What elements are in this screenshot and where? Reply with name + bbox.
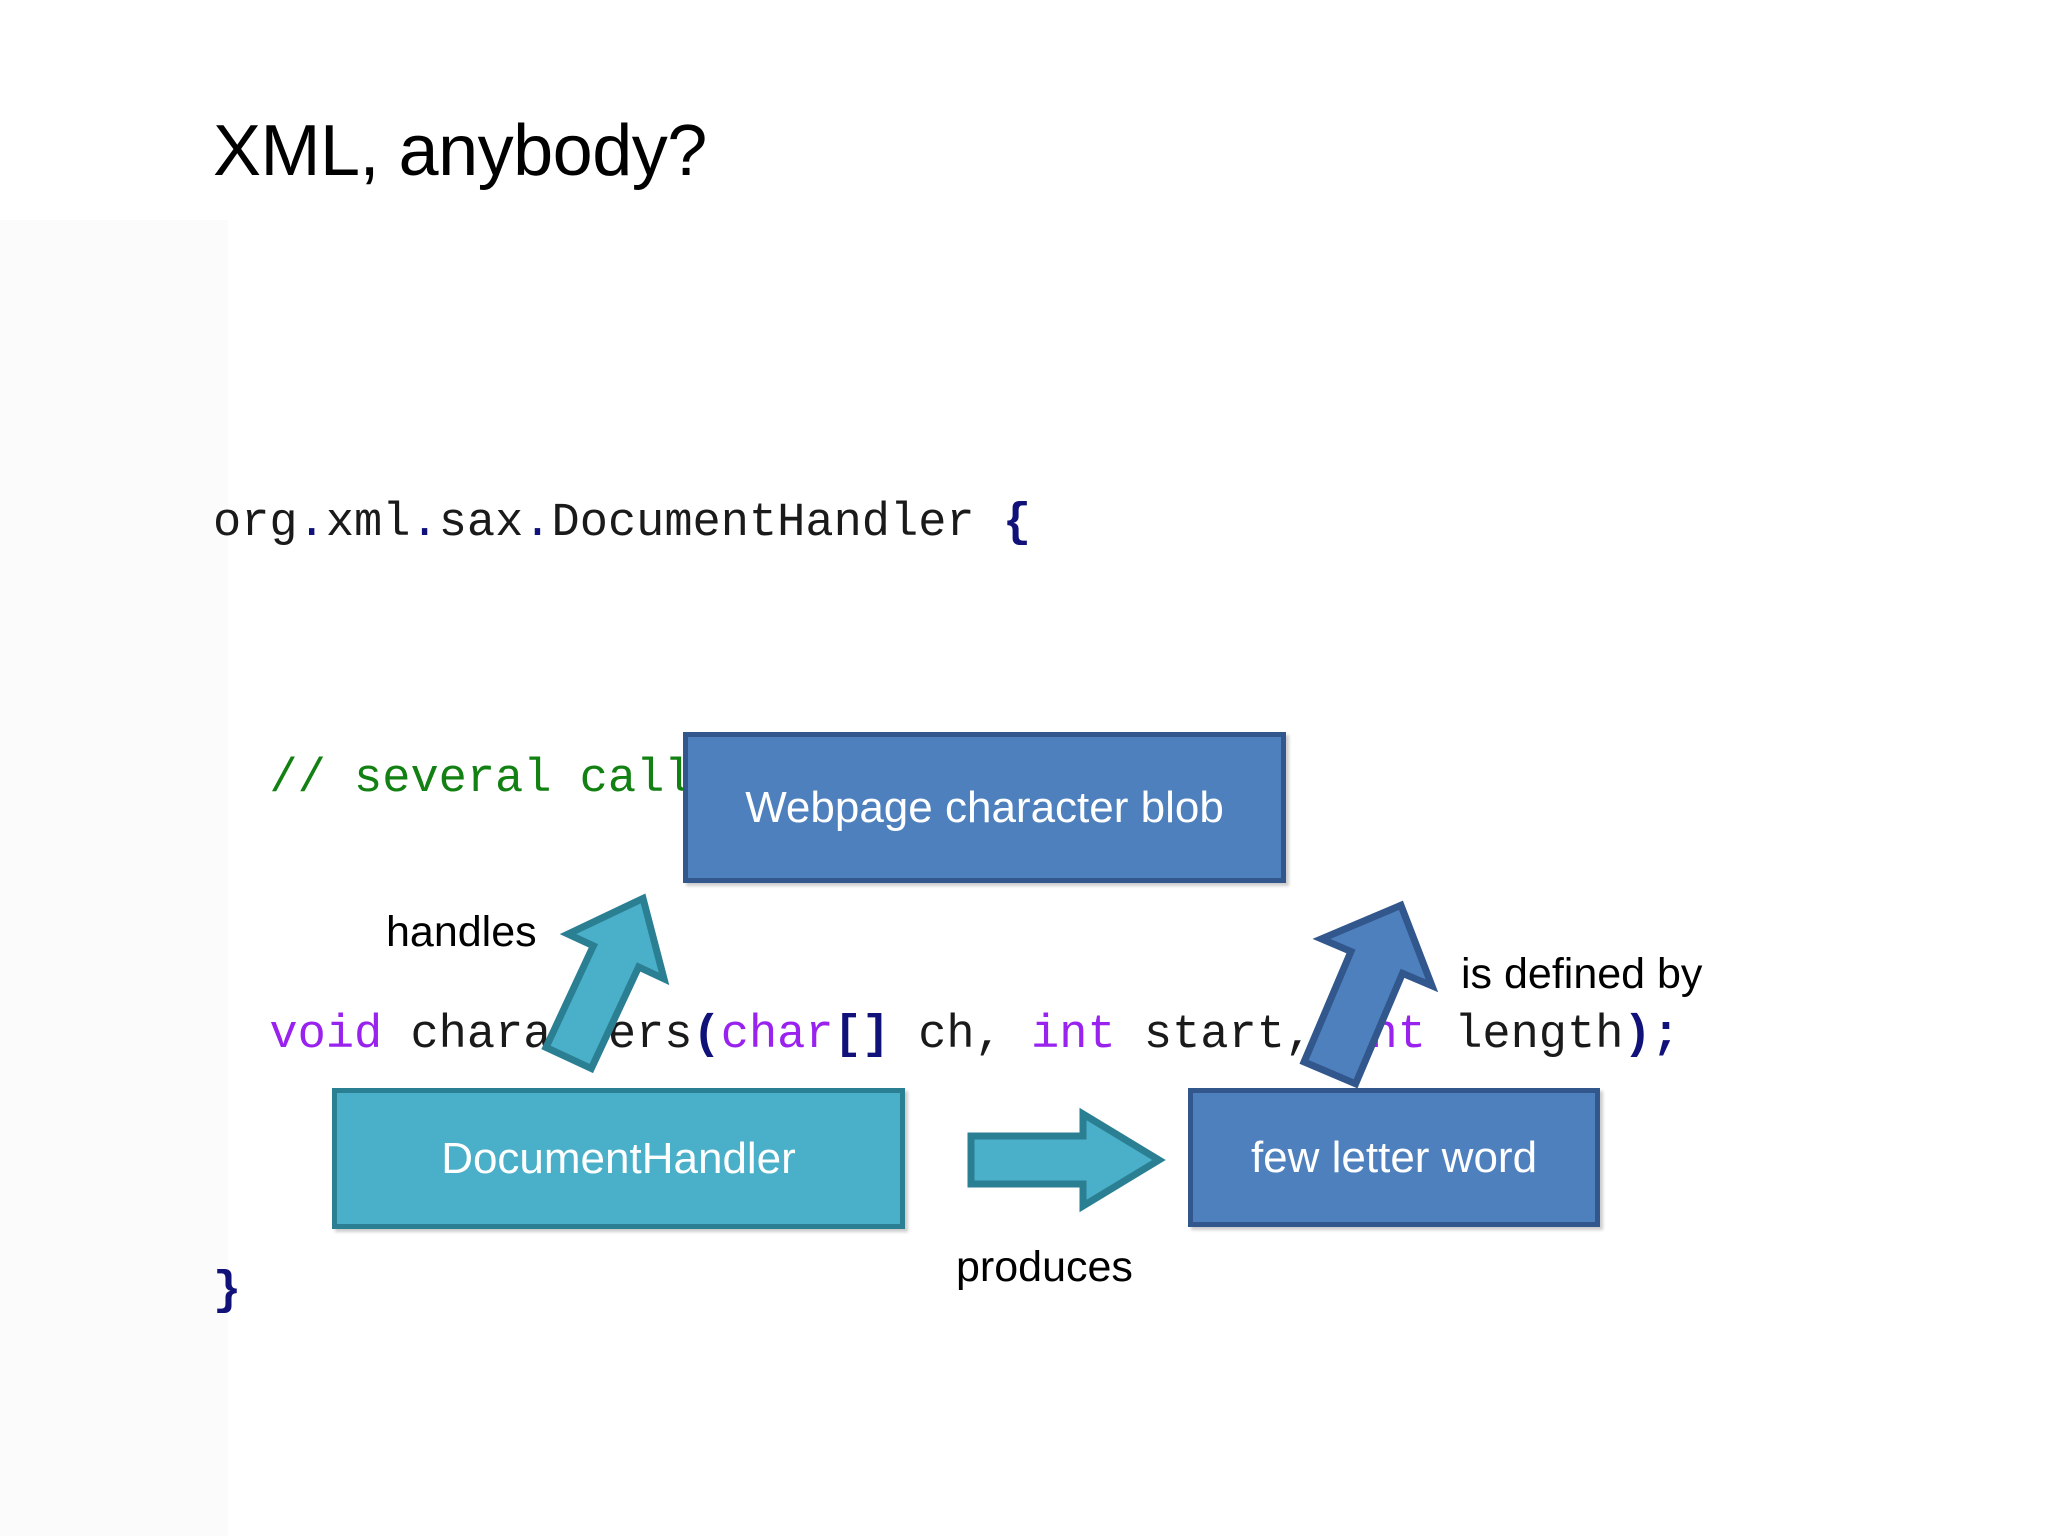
- code-token-keyword-int-1: int: [1031, 1009, 1116, 1062]
- code-token-dot-3: .: [523, 497, 552, 550]
- diagram-node-documenthandler[interactable]: DocumentHandler: [332, 1088, 905, 1229]
- code-token-keyword-void: void: [269, 1009, 383, 1062]
- code-token-keyword-char: char: [720, 1009, 834, 1062]
- code-token-package: org: [213, 497, 298, 550]
- code-token-sax: sax: [438, 497, 524, 550]
- code-token-rparen-semicolon: );: [1623, 1009, 1680, 1062]
- code-token-close-brace: }: [213, 1265, 242, 1318]
- code-token-dot-1: .: [297, 497, 326, 550]
- code-block: org.xml.sax.DocumentHandler { // several…: [213, 300, 1680, 1516]
- code-token-param-length: length: [1454, 1009, 1624, 1062]
- code-token-param-ch: ch,: [918, 1009, 1003, 1062]
- slide-title: XML, anybody?: [213, 111, 707, 191]
- diagram-node-label: Webpage character blob: [745, 782, 1224, 832]
- code-token-open-brace: {: [1002, 497, 1032, 550]
- diagram-node-webpage-character-blob[interactable]: Webpage character blob: [683, 732, 1286, 883]
- diagram-node-few-letter-word[interactable]: few letter word: [1188, 1088, 1600, 1227]
- code-token-type: DocumentHandler: [551, 497, 975, 550]
- arrow-produces-icon: [967, 1107, 1166, 1213]
- code-token-lparen: (: [692, 1009, 721, 1062]
- code-token-xml: xml: [325, 497, 411, 550]
- code-token-param-start: start,: [1143, 1009, 1314, 1062]
- arrow-is-defined-by-icon: [1299, 900, 1439, 1089]
- edge-label-handles: handles: [386, 908, 537, 956]
- diagram-node-label: DocumentHandler: [441, 1133, 796, 1183]
- content-panel-background: [0, 220, 228, 1536]
- code-token-dot-2: .: [410, 497, 439, 550]
- code-token-array-brackets: []: [833, 1009, 890, 1062]
- edge-label-produces: produces: [956, 1243, 1133, 1291]
- code-line-1: org.xml.sax.DocumentHandler {: [213, 492, 1680, 556]
- code-line-4: }: [213, 1260, 1680, 1324]
- arrow-handles-icon: [541, 893, 670, 1074]
- diagram-node-label: few letter word: [1250, 1132, 1538, 1182]
- edge-label-is-defined-by: is defined by: [1461, 950, 1703, 998]
